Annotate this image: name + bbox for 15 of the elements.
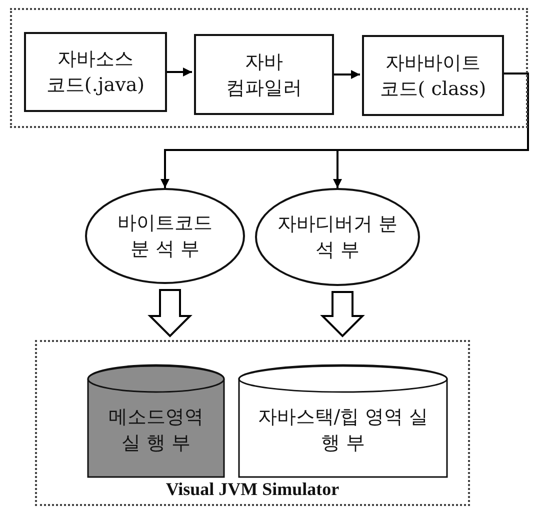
cylinder: 자바스택/힙 영역 실 행 부 [238,365,448,478]
cylinder: 메소드영역 실 행 부 [87,365,225,478]
analyzer-ellipse: 바이트코드 분 석 부 [85,188,245,284]
dashed-frame [10,8,528,128]
arrow [165,68,192,76]
process-box: 자바바이트 코드( class) [362,35,504,116]
block-arrow [148,289,192,338]
block-arrow [320,291,365,338]
process-box: 자바 컴파일러 [194,34,334,115]
arrow [332,70,360,79]
analyzer-ellipse: 자바디버거 분 석 부 [255,188,420,286]
process-box: 자바소스 코드(.java) [24,32,167,112]
frame-title: Visual JVM Simulator [164,478,340,501]
dashed-frame [35,340,470,506]
arrow [333,72,529,188]
